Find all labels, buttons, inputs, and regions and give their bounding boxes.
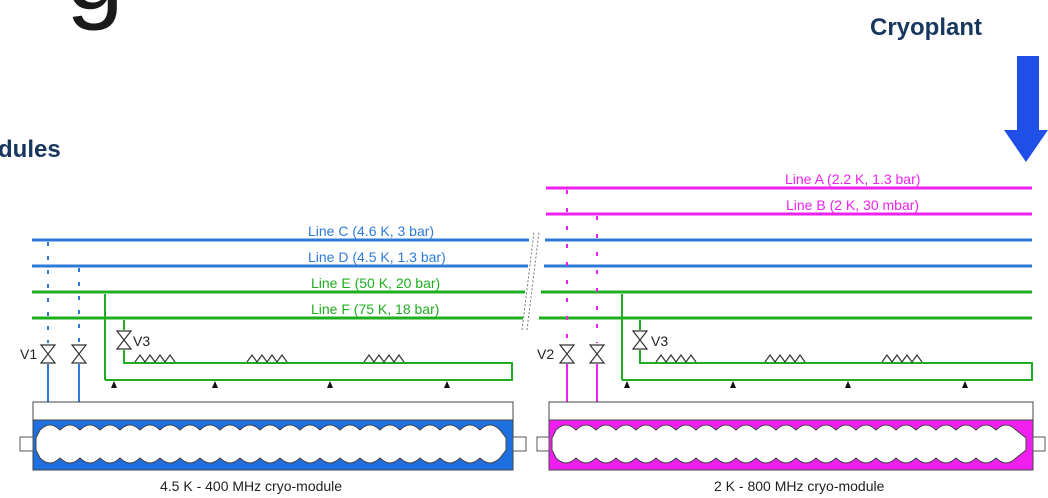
support-triangle-icon [444,381,450,388]
line-f-label: Line F (75 K, 18 bar) [311,301,439,317]
zigzag-heat-exchanger-icon [246,354,288,363]
support-triangle-icon [212,381,218,388]
valve-v1-icon[interactable] [40,344,56,364]
line-a-label: Line A (2.2 K, 1.3 bar) [785,171,920,187]
right-cryo-module [536,401,1046,471]
zigzag-heat-exchanger-icon [881,354,923,363]
heading-fragment: g [66,0,124,26]
down-arrow-icon [1004,56,1048,162]
left-cryo-module [19,401,527,471]
valve-v3-label: V3 [133,333,150,349]
valve-v1-label: V1 [20,346,37,362]
valve-v3-icon[interactable] [116,330,132,350]
zigzag-heat-exchanger-icon [764,354,806,363]
zigzag-heat-exchanger-icon [655,354,697,363]
line-c-label: Line C (4.6 K, 3 bar) [308,223,434,239]
cryo-modules-label: dules [0,136,61,163]
cavity-string [551,424,1027,464]
cavity-string [35,424,507,464]
support-triangle-icon [624,381,630,388]
valve-v2-label: V2 [537,346,554,362]
line-break-mark [521,231,540,331]
left-module-caption: 4.5 K - 400 MHz cryo-module [160,478,342,494]
valve-v3-label: V3 [651,333,668,349]
valve-v3-icon[interactable] [632,330,648,350]
zigzag-heat-exchanger-icon [363,354,405,363]
support-triangle-icon [845,381,851,388]
support-triangle-icon [111,381,117,388]
valve-icon[interactable] [589,344,605,364]
support-triangle-icon [327,381,333,388]
right-module-caption: 2 K - 800 MHz cryo-module [714,478,885,494]
zigzag-heat-exchanger-icon [134,354,176,363]
support-triangle-icon [730,381,736,388]
line-e-label: Line E (50 K, 20 bar) [311,275,440,291]
line-b-label: Line B (2 K, 30 mbar) [786,197,919,213]
cryoplant-label: Cryoplant [870,14,983,41]
line-d-label: Line D (4.5 K, 1.3 bar) [308,249,446,265]
right-module-piping [566,190,1033,412]
valve-icon[interactable] [71,344,87,364]
support-triangle-icon [962,381,968,388]
left-module-piping [47,242,513,402]
valve-v2-icon[interactable] [559,344,575,364]
